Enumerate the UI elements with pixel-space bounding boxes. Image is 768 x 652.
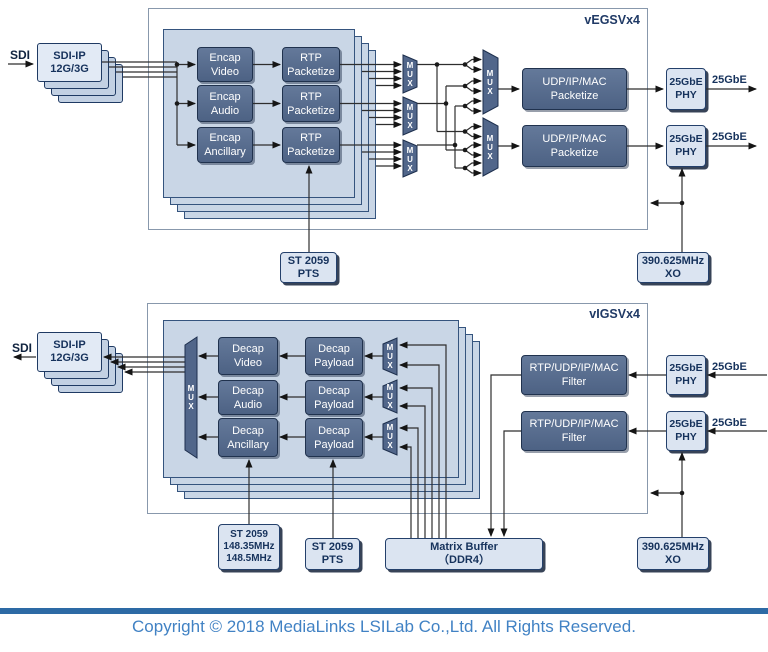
sdi-label-decoder: SDI bbox=[12, 341, 33, 355]
mux-label: MUX bbox=[406, 103, 414, 130]
mux-label: MUX bbox=[386, 383, 394, 410]
mux-label: MUX bbox=[486, 69, 494, 96]
sdi-label-encoder: SDI bbox=[10, 48, 31, 62]
footer-divider-bar bbox=[0, 608, 768, 614]
25gbe-in-label-2: 25GbE bbox=[712, 417, 747, 429]
25gbe-in-label-1: 25GbE bbox=[712, 361, 747, 373]
25gbe-out-label-1: 25GbE bbox=[712, 74, 747, 86]
matrix-buffer-box: Matrix Buffer（DDR4） bbox=[385, 538, 543, 570]
mux-label: MUX bbox=[406, 146, 414, 173]
encoder-title: vEGSVx4 bbox=[584, 13, 640, 27]
sdi-ip-box-decoder: SDI-IP 12G/3G bbox=[37, 332, 102, 372]
copyright-text: Copyright © 2018 MediaLinks LSILab Co.,L… bbox=[132, 617, 636, 636]
decoder-title: vIGSVx4 bbox=[589, 307, 640, 321]
25gbe-out-label-2: 25GbE bbox=[712, 131, 747, 143]
sdi-ip-box-encoder: SDI-IP 12G/3G bbox=[37, 43, 102, 82]
mux-label: MUX bbox=[486, 134, 494, 161]
mux-label: MUX bbox=[187, 384, 195, 411]
mux-label: MUX bbox=[386, 423, 394, 450]
mux-label: MUX bbox=[406, 61, 414, 88]
mux-label: MUX bbox=[386, 343, 394, 370]
